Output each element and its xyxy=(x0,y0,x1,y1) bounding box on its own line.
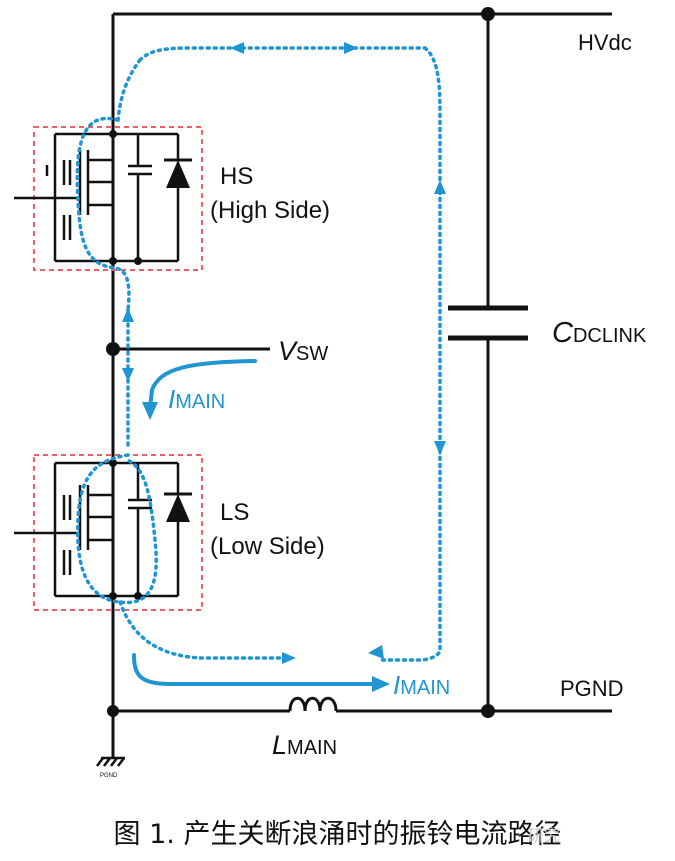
arrow-top-right xyxy=(344,42,358,54)
lmain-l: L xyxy=(272,730,287,760)
junction-vsw xyxy=(106,342,120,356)
vsw-sub: SW xyxy=(296,343,328,365)
arrow-top-left xyxy=(230,42,244,54)
label-pgnd: PGND xyxy=(560,676,624,701)
junction-hvdc xyxy=(481,7,495,21)
watermark: 研究 xyxy=(528,826,561,845)
label-pgnd-small: PGND xyxy=(100,773,118,779)
label-imain-bottom: IMAIN xyxy=(393,670,450,700)
inductor-symbol xyxy=(288,696,338,712)
hs-switch-module xyxy=(14,126,203,271)
imain-arrow-right-head xyxy=(372,676,390,692)
arrow-right-down xyxy=(434,441,446,455)
arrow-mid-up xyxy=(122,308,134,322)
imain-bottom-i: I xyxy=(393,670,400,700)
main-wiring xyxy=(111,12,612,758)
arrow-right-up xyxy=(434,180,446,194)
arrow-bottom-left xyxy=(368,645,384,659)
label-ls-sub: (Low Side) xyxy=(210,533,325,560)
junction-pgnd-right xyxy=(481,704,495,718)
label-imain-mid: IMAIN xyxy=(168,384,225,414)
dclink-capacitor-symbol xyxy=(448,305,528,341)
ground-symbol xyxy=(96,756,125,767)
label-cdclink: CDCLINK xyxy=(552,317,647,349)
label-hvdc: HVdc xyxy=(578,30,632,55)
label-hs: HS xyxy=(220,163,253,190)
lmain-sub: MAIN xyxy=(287,737,337,759)
arrow-bottom-right xyxy=(282,652,296,664)
ls-switch-module xyxy=(14,454,203,611)
imain-mid-sub: MAIN xyxy=(175,391,225,413)
cdc-c: C xyxy=(552,317,574,349)
cdc-sub: DCLINK xyxy=(573,325,647,347)
ringing-path-arrows xyxy=(122,42,446,664)
vsw-v: V xyxy=(278,336,299,366)
imain-bottom-sub: MAIN xyxy=(400,677,450,699)
junction-pgnd-left xyxy=(107,705,119,717)
label-lmain: LMAIN xyxy=(272,730,337,760)
figure-caption: 图 1. 产生关断浪涌时的振铃电流路径 xyxy=(113,819,562,850)
imain-mid-i: I xyxy=(168,384,175,414)
label-ls: LS xyxy=(220,499,249,526)
label-hs-sub: (High Side) xyxy=(210,197,330,224)
label-vsw: VSW xyxy=(278,336,328,366)
arrow-mid-down xyxy=(122,368,134,382)
junction-dots xyxy=(106,7,495,718)
imain-arrow-down-head xyxy=(142,402,158,420)
ringing-current-path xyxy=(75,46,442,662)
main-current-arrows xyxy=(132,359,380,686)
